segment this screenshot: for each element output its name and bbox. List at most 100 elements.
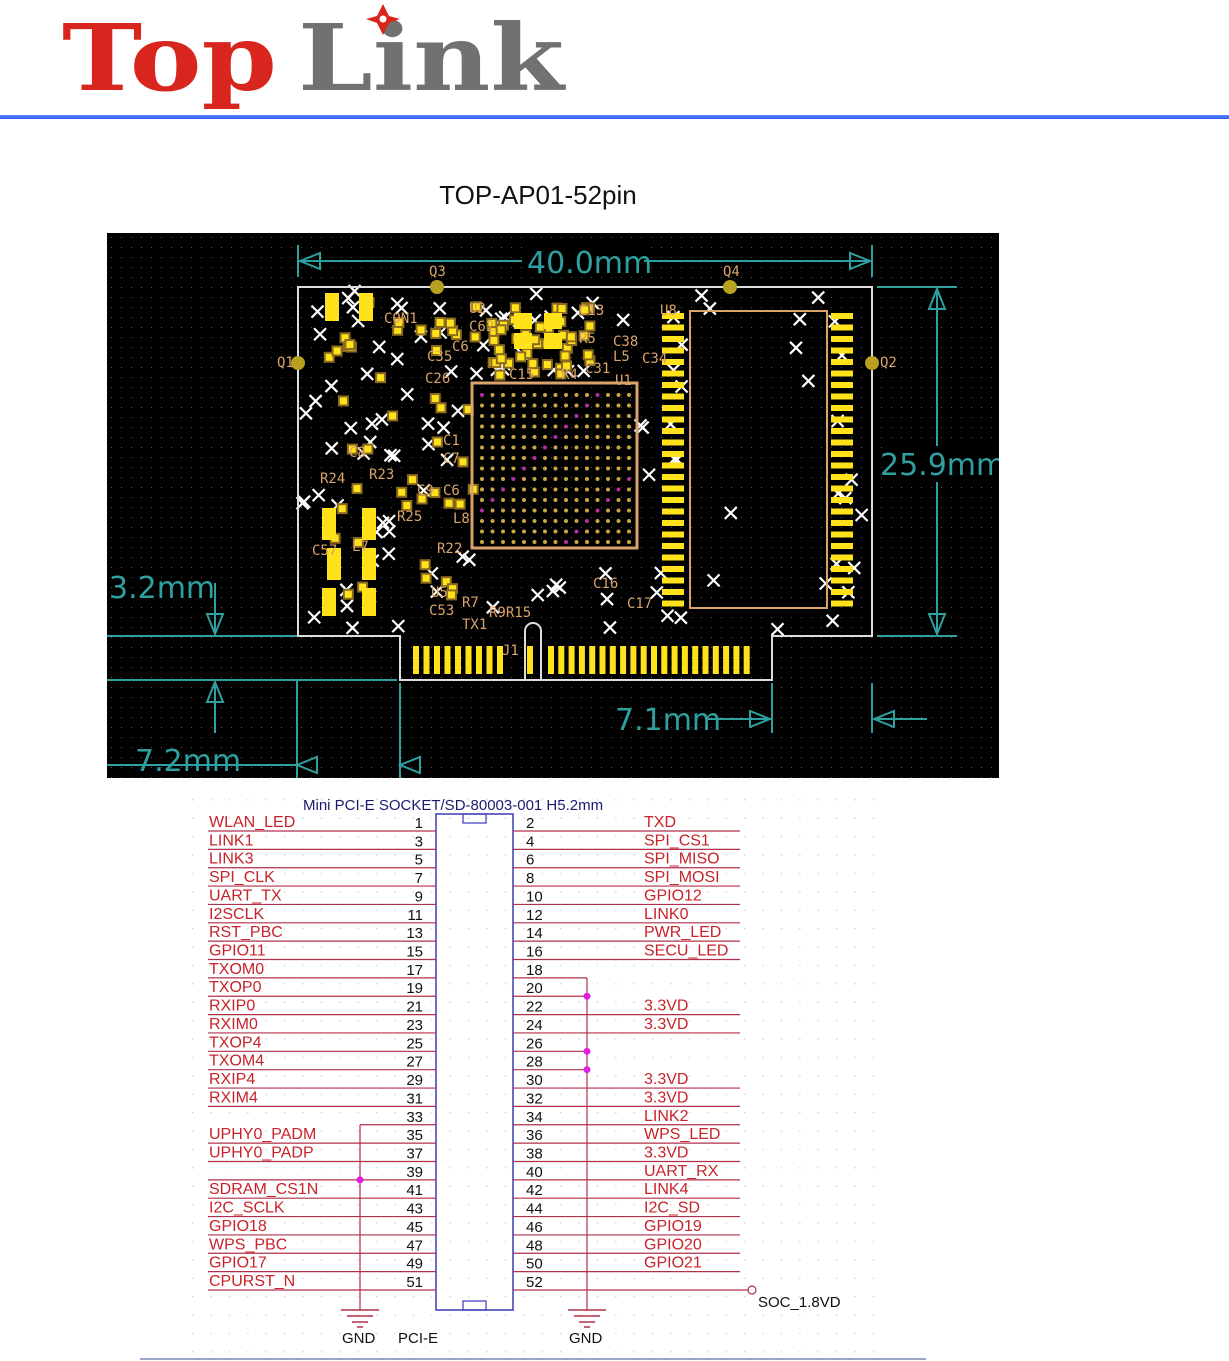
bga-ball	[595, 445, 600, 450]
bga-ball	[595, 456, 600, 460]
designator-label: C6	[443, 483, 460, 499]
bga-ball	[595, 393, 600, 397]
pin-number: 35	[406, 1127, 423, 1144]
bga-ball	[616, 435, 621, 439]
pin-number: 30	[526, 1072, 543, 1089]
pin-number: 48	[526, 1237, 543, 1254]
bga-ball	[574, 424, 579, 429]
bga-ball	[511, 393, 516, 397]
bga-ball	[501, 498, 505, 502]
edge-finger	[743, 646, 750, 674]
bga-ball	[543, 529, 547, 534]
net-label: 3.3VD	[644, 1089, 688, 1106]
edge-finger	[630, 646, 637, 674]
bga-ball	[616, 477, 621, 481]
bga-ball	[564, 435, 568, 439]
u8-pin-left	[662, 508, 684, 515]
smd-pad	[555, 368, 567, 380]
via-x-mark	[703, 301, 717, 316]
bga-ball	[606, 519, 610, 523]
header-rule	[0, 115, 1229, 119]
designator-label: C53	[429, 603, 454, 619]
bga-ball	[574, 519, 579, 523]
pcb-layout-image: 40.0mm 25.9mm 3.2mm 7.2mm 7.1mm Q3 Q4 Q1…	[107, 233, 999, 778]
ground-icon	[341, 1309, 379, 1328]
bga-ball	[490, 508, 495, 513]
pin-number: 37	[406, 1145, 423, 1162]
net-label: LINK2	[644, 1108, 689, 1125]
designator-label: U8	[660, 303, 677, 319]
pin-number: 24	[526, 1017, 543, 1034]
smd-pad	[565, 331, 577, 343]
bga-ball	[511, 445, 516, 450]
bga-ball	[501, 487, 505, 492]
smd-pad	[415, 324, 427, 336]
net-label: I2SCLK	[209, 906, 264, 923]
net-label: TXOM4	[209, 1053, 264, 1070]
bga-ball	[606, 424, 610, 429]
bga-ball	[606, 445, 610, 450]
bga-ball	[574, 414, 579, 418]
net-label: UPHY0_PADP	[209, 1144, 314, 1161]
u8-pin-left	[662, 405, 684, 411]
pin-number: 15	[406, 944, 423, 961]
bga-ball	[532, 529, 537, 534]
pin-number: 36	[526, 1127, 543, 1144]
u8-pin-left	[662, 370, 684, 377]
smd-pad	[420, 572, 432, 584]
bga-ball	[574, 445, 579, 450]
smd-pad	[559, 350, 571, 362]
bga-ball	[585, 393, 589, 397]
bga-ball	[627, 414, 631, 418]
net-label: SECU_LED	[644, 943, 728, 960]
bga-ball	[616, 487, 621, 492]
designator-label: L8	[453, 511, 470, 527]
bga-ball	[564, 414, 568, 418]
smd-pad	[509, 302, 521, 314]
smd-pad	[331, 345, 343, 357]
net-label: LINK4	[644, 1181, 689, 1198]
pin-number: 42	[526, 1182, 543, 1199]
via-x-mark	[421, 416, 435, 431]
bga-ball	[574, 393, 579, 397]
edge-finger	[620, 646, 627, 674]
bga-ball	[490, 498, 495, 502]
smd-pad	[470, 301, 482, 313]
bga-ball	[522, 477, 526, 481]
large-pad	[325, 293, 339, 321]
connector-key-bottom	[462, 1300, 487, 1311]
net-label: GPIO21	[644, 1255, 702, 1272]
bga-ball	[532, 424, 537, 429]
via-x-mark	[576, 364, 591, 378]
large-pad	[322, 508, 336, 540]
gnd-right-label: GND	[569, 1330, 603, 1347]
bga-ball	[606, 466, 610, 471]
smd-pad	[344, 339, 356, 351]
smd-pad	[336, 503, 348, 515]
bga-ball	[522, 456, 526, 460]
bga-ball	[585, 508, 589, 513]
bga-ball	[627, 529, 631, 534]
net-label: TXOP4	[209, 1034, 262, 1051]
edge-finger	[733, 646, 740, 674]
designator-label: J1	[502, 643, 519, 659]
bga-ball	[501, 477, 505, 481]
bga-ball	[585, 435, 589, 439]
smd-pad	[495, 324, 507, 336]
pin-number: 27	[406, 1054, 423, 1071]
via-x-mark	[723, 506, 738, 520]
bga-ball	[501, 540, 505, 544]
pin-number: 41	[406, 1182, 423, 1199]
bga-ball	[501, 424, 505, 429]
pin-number: 6	[526, 852, 534, 869]
logo-link: Link	[298, 4, 567, 110]
net-label: RXIP0	[209, 998, 255, 1015]
net-soc-1v8: SOC_1.8VD	[758, 1294, 841, 1311]
designator-label: TX1	[462, 617, 487, 633]
bga-ball	[511, 435, 516, 439]
large-pad	[359, 293, 373, 321]
u8-pin-right	[831, 474, 853, 480]
bga-ball	[606, 508, 610, 513]
u8-pin-left	[662, 416, 684, 423]
designator-label: C9	[417, 483, 434, 499]
